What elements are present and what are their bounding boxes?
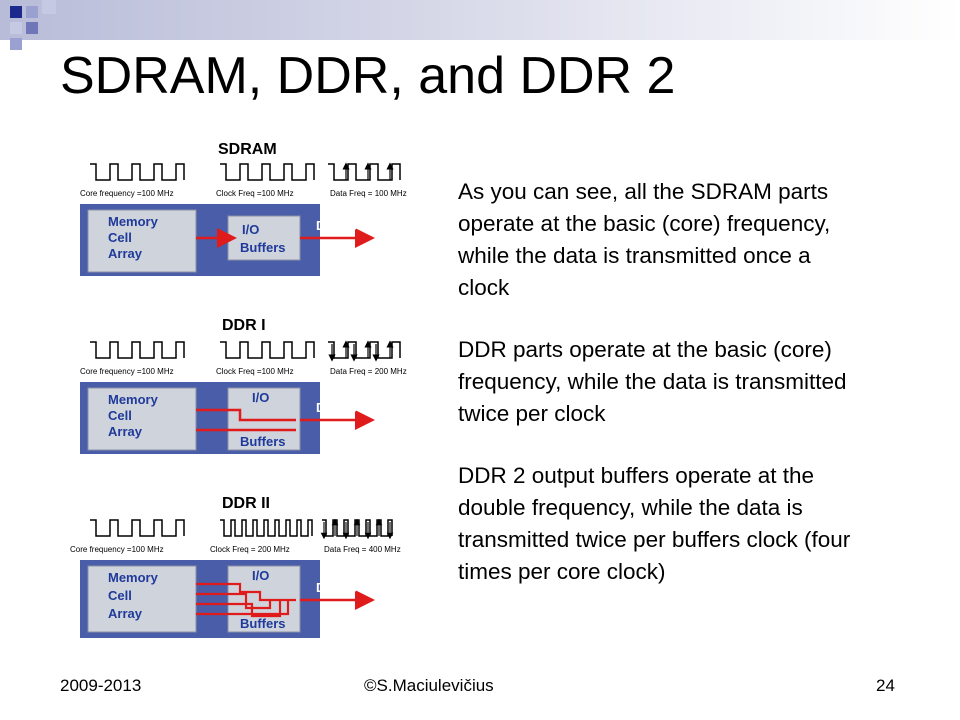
clock-waveform	[220, 519, 313, 537]
core-frequency-label: Core frequency =100 MHz	[80, 189, 174, 198]
header-gradient-bar	[0, 0, 960, 40]
diagram-ddr1: DDR I Core frequency =100 MHz Clock Freq…	[80, 317, 407, 454]
memory-cell-array-block	[87, 565, 197, 633]
memory-label: Memory	[108, 570, 159, 585]
footer-page-number: 24	[876, 676, 895, 695]
io-label: Buffers	[240, 616, 286, 631]
decor-square	[10, 6, 22, 18]
memory-label: Cell	[108, 408, 132, 423]
memory-label: Memory	[108, 392, 159, 407]
footer-author: ©S.Maciulevičius	[364, 676, 494, 695]
paragraph-ddr: DDR parts operate at the basic (core) fr…	[458, 337, 847, 426]
data-frequency-label: Data Freq = 400 MHz	[324, 545, 401, 554]
footer-date: 2009-2013	[60, 676, 142, 695]
data-waveform	[328, 163, 401, 181]
clock-waveform	[220, 163, 315, 181]
io-label: I/O	[242, 222, 259, 237]
memory-label: Array	[108, 606, 143, 621]
signal-path	[236, 592, 272, 610]
data-waveform	[328, 341, 401, 359]
io-label: Buffers	[240, 240, 286, 255]
core-clock-waveform	[90, 519, 185, 537]
slide-title: SDRAM, DDR, and DDR 2	[60, 47, 676, 105]
memory-label: Cell	[108, 588, 132, 603]
memory-cell-array-block	[87, 387, 197, 451]
signal-path	[236, 600, 290, 616]
decor-square	[10, 22, 22, 34]
decor-square	[26, 22, 38, 34]
clock-frequency-label: Clock Freq = 200 MHz	[210, 545, 290, 554]
core-frequency-label: Core frequency =100 MHz	[80, 367, 174, 376]
io-label: I/O	[252, 390, 269, 405]
core-clock-waveform	[90, 341, 185, 359]
core-frequency-label: Core frequency =100 MHz	[70, 545, 164, 554]
data-frequency-label: Data Freq = 200 MHz	[330, 367, 407, 376]
explanation-text: As you can see, all the SDRAM parts oper…	[458, 176, 868, 618]
memory-timing-diagrams: SDRAM Core frequency =100 MHz Clock Freq…	[70, 141, 407, 638]
diagram-title: SDRAM	[218, 141, 277, 158]
io-label: I/O	[252, 568, 269, 583]
decor-square	[42, 0, 56, 14]
diagram-ddr2: DDR II Core frequency =100 MHz Clock Fre…	[70, 495, 401, 638]
decor-square	[10, 38, 22, 50]
clock-frequency-label: Clock Freq =100 MHz	[216, 189, 294, 198]
memory-label: Array	[108, 424, 143, 439]
io-label: Buffers	[240, 434, 286, 449]
clock-waveform	[220, 341, 315, 359]
diagram-title: DDR II	[222, 495, 270, 512]
diagram-sdram: SDRAM Core frequency =100 MHz Clock Freq…	[80, 141, 407, 276]
signal-path	[236, 600, 282, 618]
signal-path	[236, 582, 296, 602]
paragraph-ddr2: DDR 2 output buffers operate at the doub…	[458, 463, 851, 584]
core-clock-waveform	[90, 163, 185, 181]
memory-cell-array-block	[87, 209, 197, 273]
data-bus-label: Data Bus	[316, 218, 372, 233]
signal-path	[236, 408, 296, 422]
data-bus-label: Data Bus	[316, 400, 372, 415]
data-frequency-label: Data Freq = 100 MHz	[330, 189, 407, 198]
diagram-title: DDR I	[222, 317, 266, 334]
data-bus-label: Data Bus	[316, 580, 372, 595]
memory-label: Cell	[108, 230, 132, 245]
decor-square	[26, 6, 38, 18]
paragraph-sdram: As you can see, all the SDRAM parts oper…	[458, 179, 831, 300]
clock-frequency-label: Clock Freq =100 MHz	[216, 367, 294, 376]
memory-label: Array	[108, 246, 143, 261]
memory-label: Memory	[108, 214, 159, 229]
